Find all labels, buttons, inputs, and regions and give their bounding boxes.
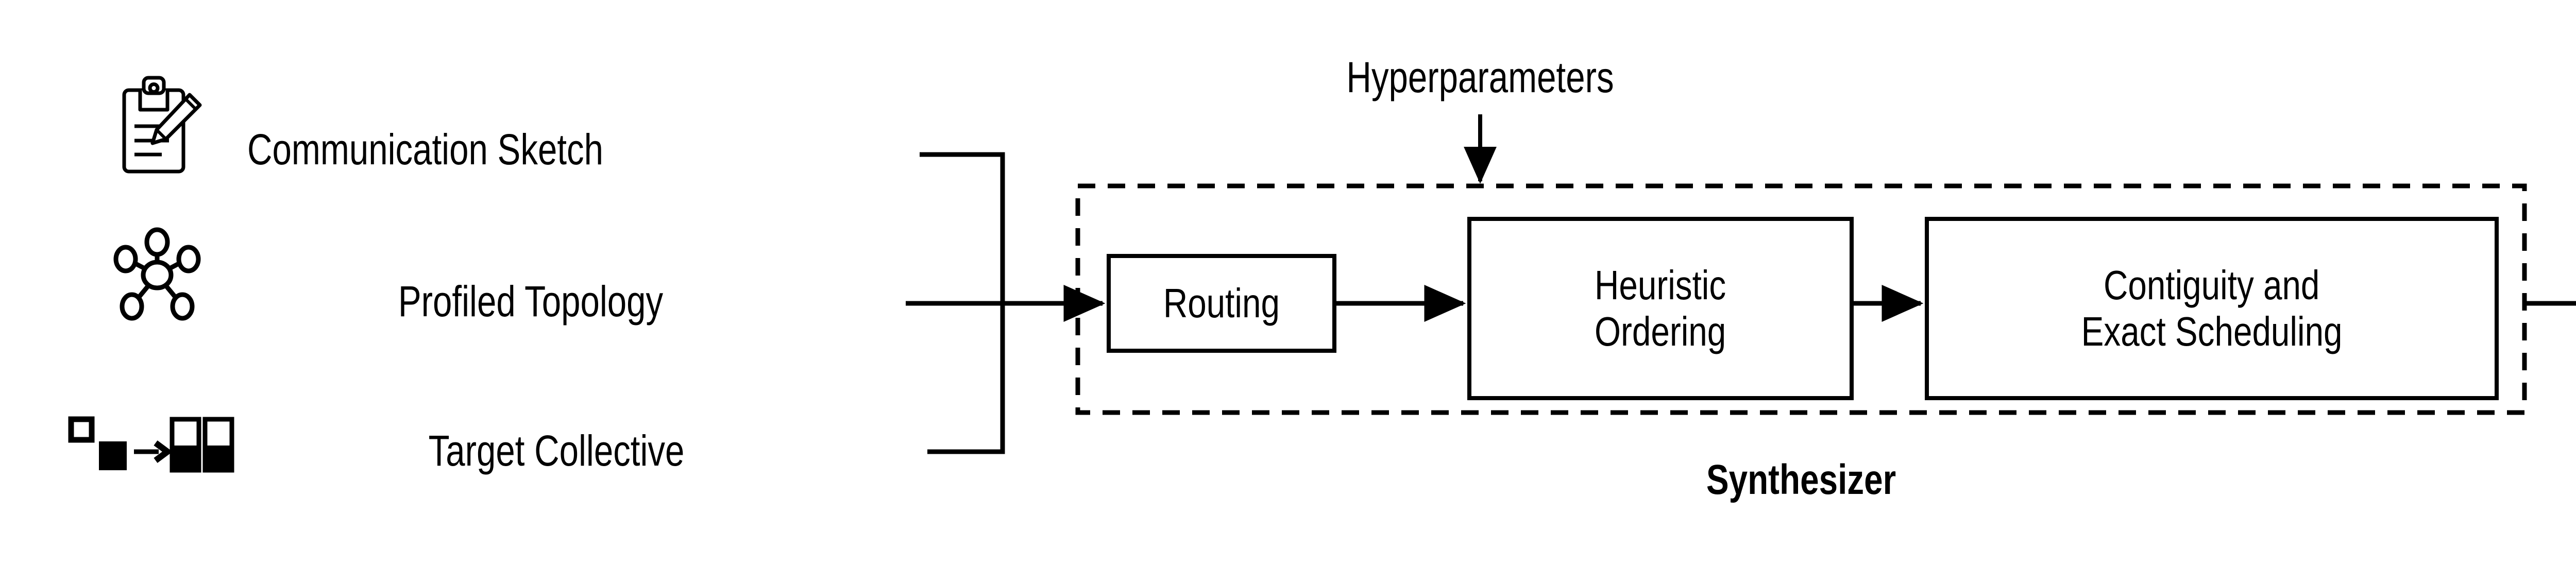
input-label-target-collective: Target Collective: [428, 426, 685, 475]
stage-box-heuristic-ordering[interactable]: [1467, 217, 1854, 400]
inputs-bracket: [906, 152, 1106, 454]
stage-box-contiguity-exact-scheduling[interactable]: [1925, 217, 2499, 400]
clipboard-pencil-icon: [122, 76, 202, 174]
network-topology-icon: [113, 227, 201, 321]
input-label-profiled-topology: Profiled Topology: [398, 277, 664, 326]
target-collective-icon: [68, 416, 234, 473]
stage-box-routing[interactable]: [1107, 254, 1336, 353]
input-label-communication-sketch: Communication Sketch: [247, 125, 603, 174]
synthesizer-group-outline: [1075, 183, 2527, 415]
hyperparameters-label: Hyperparameters: [1346, 53, 1614, 101]
group-label-synthesizer: Synthesizer: [1706, 456, 1896, 503]
